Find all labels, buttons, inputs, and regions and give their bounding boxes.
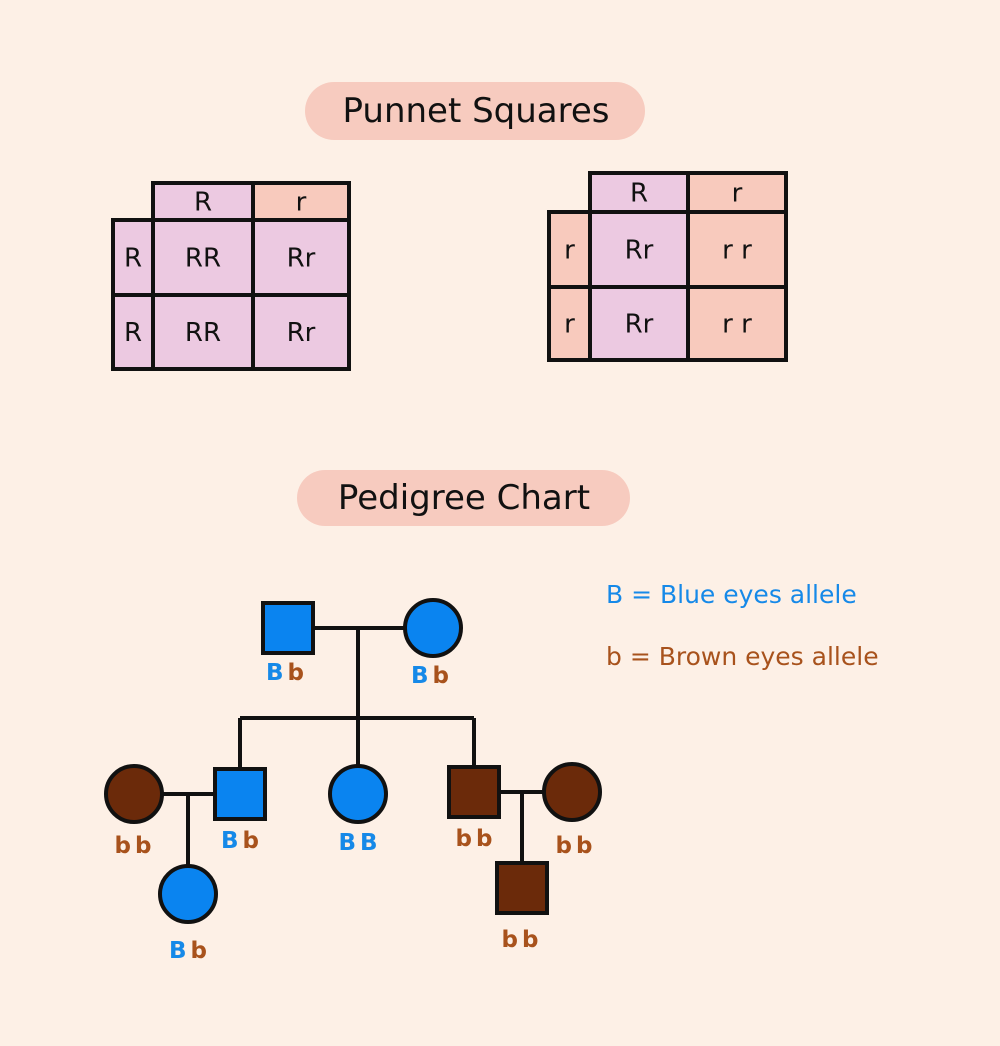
gen2-spouse-right-allele-1: b	[576, 833, 592, 859]
punnett-2-cell-1-0-label: Rr	[625, 310, 654, 340]
gen2-son-2-allele-1: b	[476, 826, 492, 852]
gen1-father-allele-0: B	[266, 660, 284, 686]
punnett-1-cell-0-1-label: Rr	[287, 244, 316, 274]
gen2-daughter-circle	[328, 764, 388, 824]
punnett-title-highlight	[305, 82, 645, 140]
gen2-son-2-square	[447, 765, 501, 819]
punnett-1-cell-0-0-label: RR	[185, 244, 221, 274]
punnett-1-cell-1-1-label: Rr	[287, 318, 316, 348]
gen2-spouse-left-allele-0: b	[115, 833, 131, 859]
gen3-son-square	[495, 861, 549, 915]
punnett-2-cell-1-0	[588, 285, 690, 362]
gen2-spouse-left-allele-1: b	[135, 833, 151, 859]
punnett-1-left-0-label: R	[124, 244, 142, 274]
punnett-1-left-1-label: R	[124, 318, 142, 348]
gen2-daughter-allele-0: B	[338, 830, 356, 856]
gen2-spouse-right-circle	[542, 762, 602, 822]
punnett-1-top-1-label: r	[296, 188, 307, 218]
gen3-daughter-allele-0: B	[169, 938, 187, 964]
pedigree-title-highlight	[297, 470, 630, 526]
gen2-spouse-right-allele-0: b	[556, 833, 572, 859]
gen2-son-2-allele-0: b	[456, 826, 472, 852]
punnett-2-top-0-label: R	[630, 179, 648, 209]
legend-brown: b = Brown eyes allele	[606, 642, 879, 671]
punnett-1-cell-1-0	[151, 293, 255, 371]
gen2-son-1-allele-1: b	[243, 828, 259, 854]
gen3-son-allele-0: b	[502, 927, 518, 953]
gen3-daughter-circle	[158, 864, 218, 924]
punnett-2-left-0-label: r	[564, 236, 575, 266]
punnett-1-cell-0-1	[251, 218, 351, 297]
pedigree-title: Pedigree Chart	[338, 478, 590, 518]
gen2-son-1-allele-0: B	[221, 828, 239, 854]
punnett-2-left-1	[547, 285, 592, 362]
punnett-2-cell-1-1	[686, 285, 788, 362]
punnett-2-cell-1-1-label: r r	[722, 310, 752, 340]
legend-blue: B = Blue eyes allele	[606, 580, 857, 609]
gen2-son-1-square	[213, 767, 267, 821]
punnett-1-top-0	[151, 181, 255, 222]
punnett-1-left-1	[111, 293, 155, 371]
punnett-1-cell-1-0-label: RR	[185, 318, 221, 348]
gen1-mother-allele-0: B	[411, 663, 429, 689]
gen3-son-allele-1: b	[522, 927, 538, 953]
gen1-mother-allele-1: b	[433, 663, 449, 689]
punnett-2-top-0	[588, 171, 690, 214]
punnett-2-cell-0-1-label: r r	[722, 236, 752, 266]
gen1-mother-circle	[403, 598, 463, 658]
punnett-title: Punnet Squares	[342, 91, 609, 131]
punnett-2-top-1-label: r	[732, 179, 743, 209]
gen1-father-allele-1: b	[288, 660, 304, 686]
punnett-1-cell-1-1	[251, 293, 351, 371]
pedigree-lines	[162, 626, 545, 868]
punnett-2-cell-0-0-label: Rr	[625, 236, 654, 266]
gen3-daughter-allele-1: b	[191, 938, 207, 964]
punnett-2-left-1-label: r	[564, 310, 575, 340]
gen2-spouse-left-circle	[104, 764, 164, 824]
punnett-1-top-0-label: R	[194, 188, 212, 218]
gen2-daughter-allele-1: B	[360, 830, 378, 856]
punnett-2-left-0	[547, 210, 592, 289]
gen1-father-square	[261, 601, 315, 655]
